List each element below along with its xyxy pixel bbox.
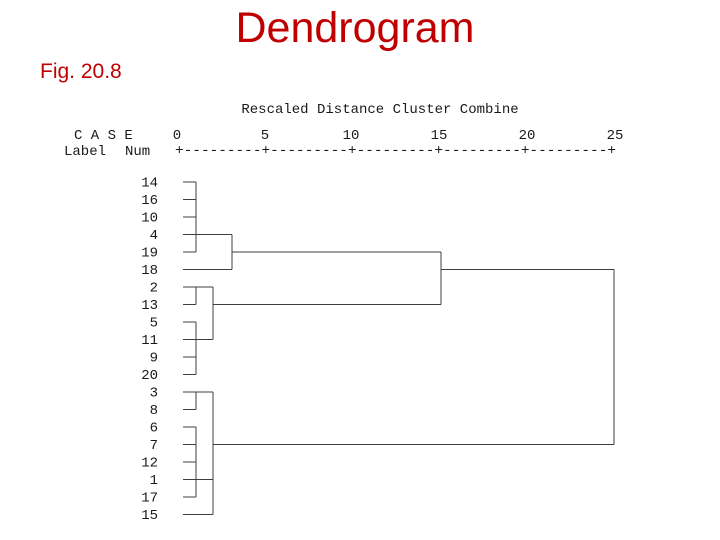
axis-tick-label: 15 [431, 128, 448, 144]
case-num-label: 4 [150, 228, 158, 244]
axis-title: Rescaled Distance Cluster Combine [241, 102, 518, 118]
case-num-label: 1 [150, 473, 158, 489]
case-num-label: 5 [150, 316, 158, 332]
case-num-label: 2 [150, 281, 158, 297]
case-header: C A S E [74, 128, 133, 144]
case-num-label: 18 [141, 263, 158, 279]
case-num-label: 16 [141, 193, 158, 209]
axis-ruler: +---------+---------+---------+---------… [175, 143, 616, 159]
case-num-label: 13 [141, 298, 158, 314]
case-num-label: 15 [141, 508, 158, 524]
case-num-label: 6 [150, 421, 158, 437]
axis-tick-labels: 0 5 10 15 20 25 [173, 128, 624, 144]
dendrogram-lines [182, 181, 615, 516]
case-num-label: 19 [141, 246, 158, 262]
num-column-header: Num [125, 144, 150, 160]
axis-tick-label: 25 [607, 128, 624, 144]
case-num-label: 7 [150, 438, 158, 454]
axis-tick-label: 10 [343, 128, 360, 144]
case-num-label: 3 [150, 386, 158, 402]
axis-tick-label: 0 [173, 128, 181, 144]
case-num-label: 10 [141, 211, 158, 227]
case-num-label: 8 [150, 403, 158, 419]
case-num-label: 11 [141, 333, 158, 349]
case-num-label: 20 [141, 368, 158, 384]
case-num-label: 9 [150, 351, 158, 367]
case-num-label: 17 [141, 491, 158, 507]
axis-tick-label: 5 [261, 128, 269, 144]
figure-label: Fig. 20.8 [40, 60, 122, 83]
case-num-label: 12 [141, 456, 158, 472]
case-num-label: 14 [141, 176, 158, 192]
page-title: Dendrogram [235, 4, 475, 52]
axis-tick-label: 20 [519, 128, 536, 144]
label-column-header: Label [64, 144, 106, 160]
